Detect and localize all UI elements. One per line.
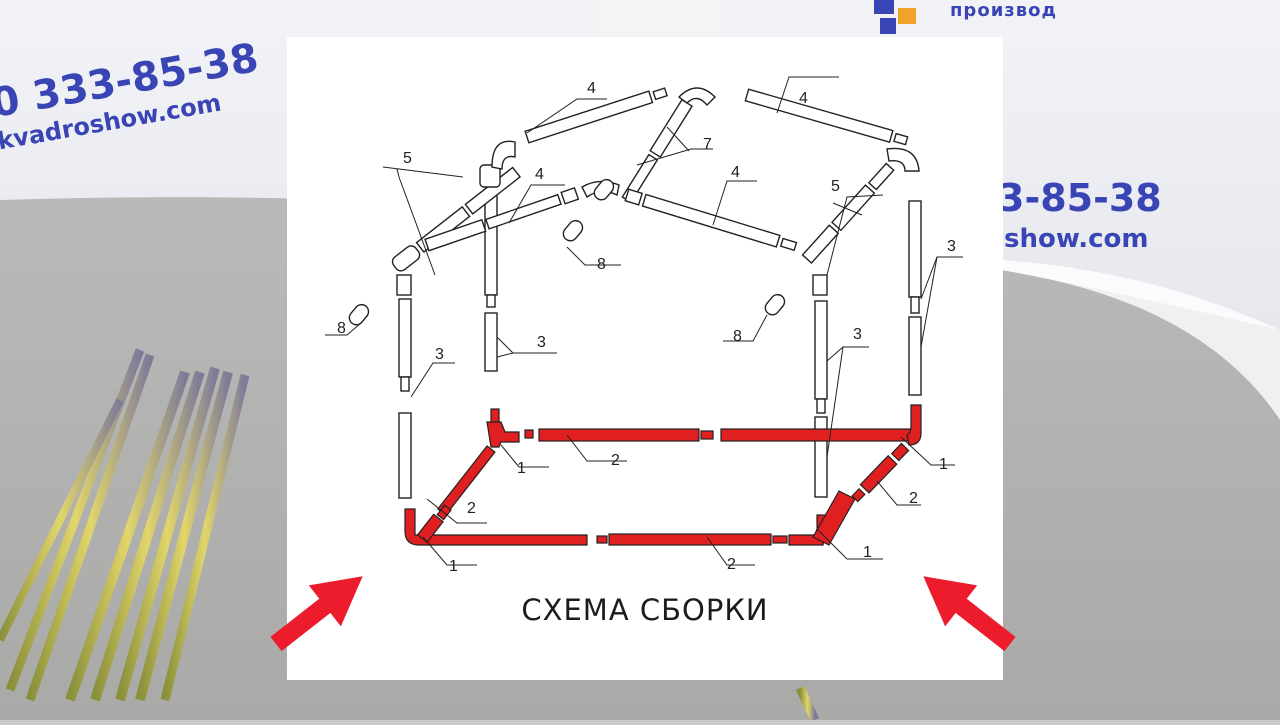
part-label: 1 [449, 558, 458, 575]
part-3-post [908, 316, 922, 396]
part-8-connector [764, 293, 786, 316]
part-label: 2 [611, 452, 620, 469]
part-label: 5 [831, 178, 840, 195]
part-4-ridge-beam [424, 218, 487, 252]
part-label: 2 [909, 490, 918, 507]
part-1-corner [404, 508, 588, 546]
part-label: 4 [799, 90, 808, 107]
part-label: 3 [853, 326, 862, 343]
part-1-corner [906, 404, 922, 446]
website-right: show.com [1004, 224, 1149, 254]
part-3-post [484, 194, 498, 296]
part-label: 3 [435, 346, 444, 363]
part-label: 8 [337, 320, 346, 337]
part-label: 1 [939, 456, 948, 473]
part-label: 4 [587, 80, 596, 97]
part-2-base-beam [720, 428, 918, 442]
part-4-ridge-beam [641, 193, 781, 248]
part-5-rafter [801, 224, 840, 265]
brand-logo-icon [874, 0, 916, 34]
part-8-connector [348, 303, 370, 326]
part-label: 1 [517, 460, 526, 477]
part-7-brace [649, 98, 694, 159]
phone-number-right: 3-85-38 [998, 176, 1162, 220]
part-2-base-beam [859, 454, 898, 494]
arrow-right-icon [923, 576, 1016, 652]
part-3-post [398, 298, 412, 378]
part-label: 2 [727, 556, 736, 573]
part-3-post [814, 300, 828, 400]
tent-frame-diagram: 1 1 1 1 2 2 2 2 3 3 3 3 4 4 4 4 5 5 7 8 … [325, 76, 963, 575]
part-3-post [484, 312, 498, 372]
assembly-diagram-card: 1 1 1 1 2 2 2 2 3 3 3 3 4 4 4 4 5 5 7 8 … [287, 37, 1003, 680]
part-label: 3 [947, 238, 956, 255]
arrow-left-icon [270, 576, 363, 652]
part-label: 8 [733, 328, 742, 345]
part-number-labels: 1 1 1 1 2 2 2 2 3 3 3 3 4 4 4 4 5 5 7 8 … [337, 80, 956, 575]
part-label: 5 [403, 150, 412, 167]
pipe-bundle-left [0, 348, 820, 722]
part-label: 4 [731, 164, 740, 181]
part-1-corner [486, 421, 520, 448]
part-label: 3 [537, 334, 546, 351]
brand-text: производ [950, 0, 1058, 21]
diagram-caption: СХЕМА СБОРКИ [521, 593, 769, 627]
part-label: 7 [703, 136, 712, 153]
upper-frame-parts [348, 87, 922, 499]
part-label: 4 [535, 166, 544, 183]
part-3-post [908, 200, 922, 298]
base-frame-parts [404, 404, 922, 546]
part-4-ridge-beam [744, 88, 894, 143]
part-3-post [398, 412, 412, 499]
part-label: 2 [467, 500, 476, 517]
part-8-connector [562, 219, 584, 242]
part-2-base-beam [608, 533, 772, 546]
leader-lines [325, 76, 963, 566]
part-2-base-beam [538, 428, 700, 442]
part-label: 1 [863, 544, 872, 561]
part-4-ridge-beam [524, 90, 654, 144]
part-2-base-beam [416, 513, 444, 544]
part-label: 8 [597, 256, 606, 273]
part-1-corner [812, 490, 856, 546]
